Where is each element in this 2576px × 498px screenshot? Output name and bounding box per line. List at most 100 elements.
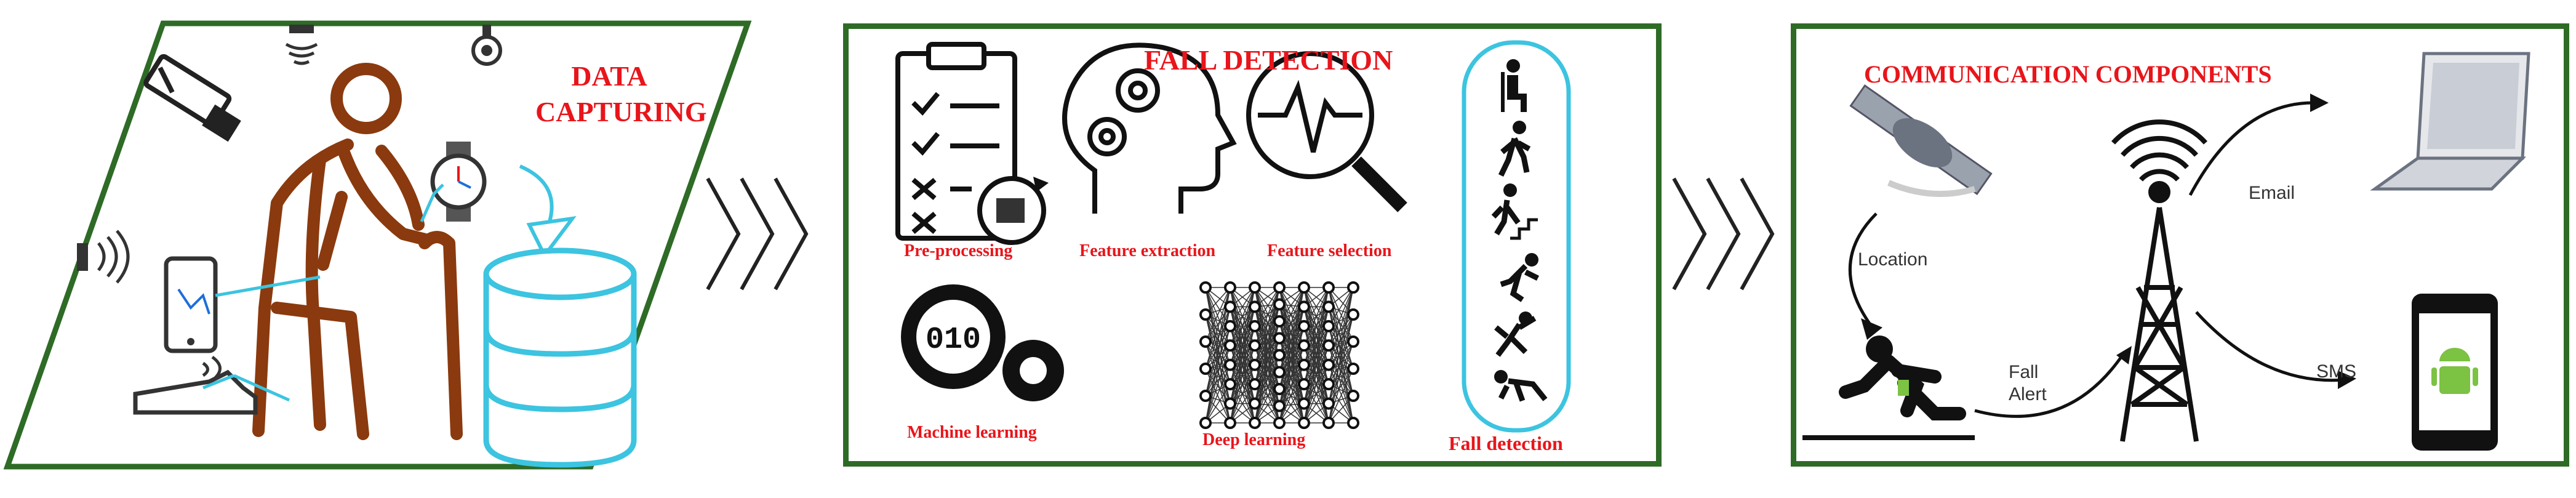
smartphone-icon [164,256,218,353]
network-edge [1279,372,1305,424]
smartwatch-icon [430,142,487,222]
label-location: Location [1858,249,1928,270]
network-node [1347,281,1359,294]
network-node [1224,358,1236,371]
network-edge [1303,287,1329,365]
network-edge [1279,355,1305,404]
network-edge [1205,364,1231,424]
network-node [1273,383,1286,395]
network-edge [1279,338,1305,385]
title-line-1: DATA [571,60,647,92]
network-node [1249,397,1261,410]
network-edge [1279,287,1305,356]
network-node [1273,332,1286,345]
network-edge [1328,364,1354,424]
network-edge [1328,364,1354,396]
network-edge [1230,287,1255,346]
label-fall-alert-line-2: Alert [2009,384,2047,404]
magnifier-waveform-icon [1246,51,1407,212]
panel-communication-components: COMMUNICATION COMPONENTS Location Email … [1791,23,2569,467]
network-edge [1328,384,1354,424]
network-edge [1303,364,1329,424]
elderly-person-icon [252,63,463,440]
network-node [1298,300,1310,313]
data-capturing-frame [3,20,752,470]
network-edge [1254,355,1280,424]
network-edge [1205,287,1231,346]
network-edge [1328,287,1354,365]
network-edge [1279,338,1305,404]
sms-arrow [2195,311,2345,382]
satellite-icon [1849,84,1993,197]
network-node [1224,300,1236,313]
network-node [1322,300,1335,313]
network-edge [1230,287,1255,365]
network-edge [1303,287,1329,346]
network-edge [1205,368,1231,404]
network-edge [1328,287,1354,346]
panel-fall-detection: 010 FALL DETECTION [843,23,1662,467]
network-edge [1279,364,1305,424]
network-edge [1328,341,1354,404]
network-node [1249,339,1261,352]
network-node [1199,417,1212,429]
network-edge [1254,388,1280,424]
network-node [1273,366,1286,379]
label-feature-selection: Feature selection [1267,241,1392,260]
network-edge [1303,345,1329,424]
network-edge [1205,287,1231,369]
neural-network-icon [1199,281,1359,429]
network-edge [1254,326,1280,372]
network-node [1224,397,1236,410]
network-edge [1205,326,1231,369]
network-node [1249,378,1261,391]
network-edge [1205,326,1231,396]
network-node [1273,349,1286,361]
network-edge [1328,368,1354,424]
network-node [1298,281,1310,294]
panel-data-capturing: DATA CAPTURING [0,0,757,495]
network-node [1322,397,1335,410]
network-edge [1328,341,1354,424]
wall-sensor-icon [77,230,130,284]
network-node [1199,390,1212,402]
network-edge [1328,314,1354,366]
network-edge [1279,287,1305,322]
network-node [1347,335,1359,348]
network-edge [1205,364,1231,396]
network-edge [1328,314,1354,385]
head-gears-icon [1062,42,1237,214]
network-node [1347,363,1359,375]
network-node [1224,417,1236,429]
dome-camera-icon [471,25,502,66]
network-node [1273,281,1286,294]
network-node [1224,281,1236,294]
panel-title-communication: COMMUNICATION COMPONENTS [1864,60,2272,88]
network-edge [1328,287,1354,327]
network-node [1298,319,1310,332]
fall-activities-capsule [1462,40,1571,433]
location-arrow [1848,212,1878,326]
panel-title-data-capturing: DATA CAPTURING [535,58,707,130]
network-node [1322,281,1335,294]
label-preprocessing: Pre-processing [904,241,1013,260]
network-edge [1328,307,1354,369]
network-node [1199,363,1212,375]
network-edge [1205,287,1231,365]
label-sms: SMS [2316,361,2357,382]
network-edge [1328,341,1354,385]
smart-shoe-icon [133,355,258,415]
network-edge [1205,345,1231,396]
machine-learning-gears-icon: 010 [901,284,1064,401]
network-node [1224,339,1236,352]
network-node [1249,281,1261,294]
label-email: Email [2249,183,2295,203]
network-edge [1303,287,1329,327]
network-node [1273,417,1286,429]
network-node [1322,358,1335,371]
panel-title-fall-detection: FALL DETECTION [1144,44,1393,76]
network-node [1199,335,1212,348]
network-edge [1230,345,1255,424]
chevron-arrows-icon [706,177,809,291]
network-node [1298,417,1310,429]
